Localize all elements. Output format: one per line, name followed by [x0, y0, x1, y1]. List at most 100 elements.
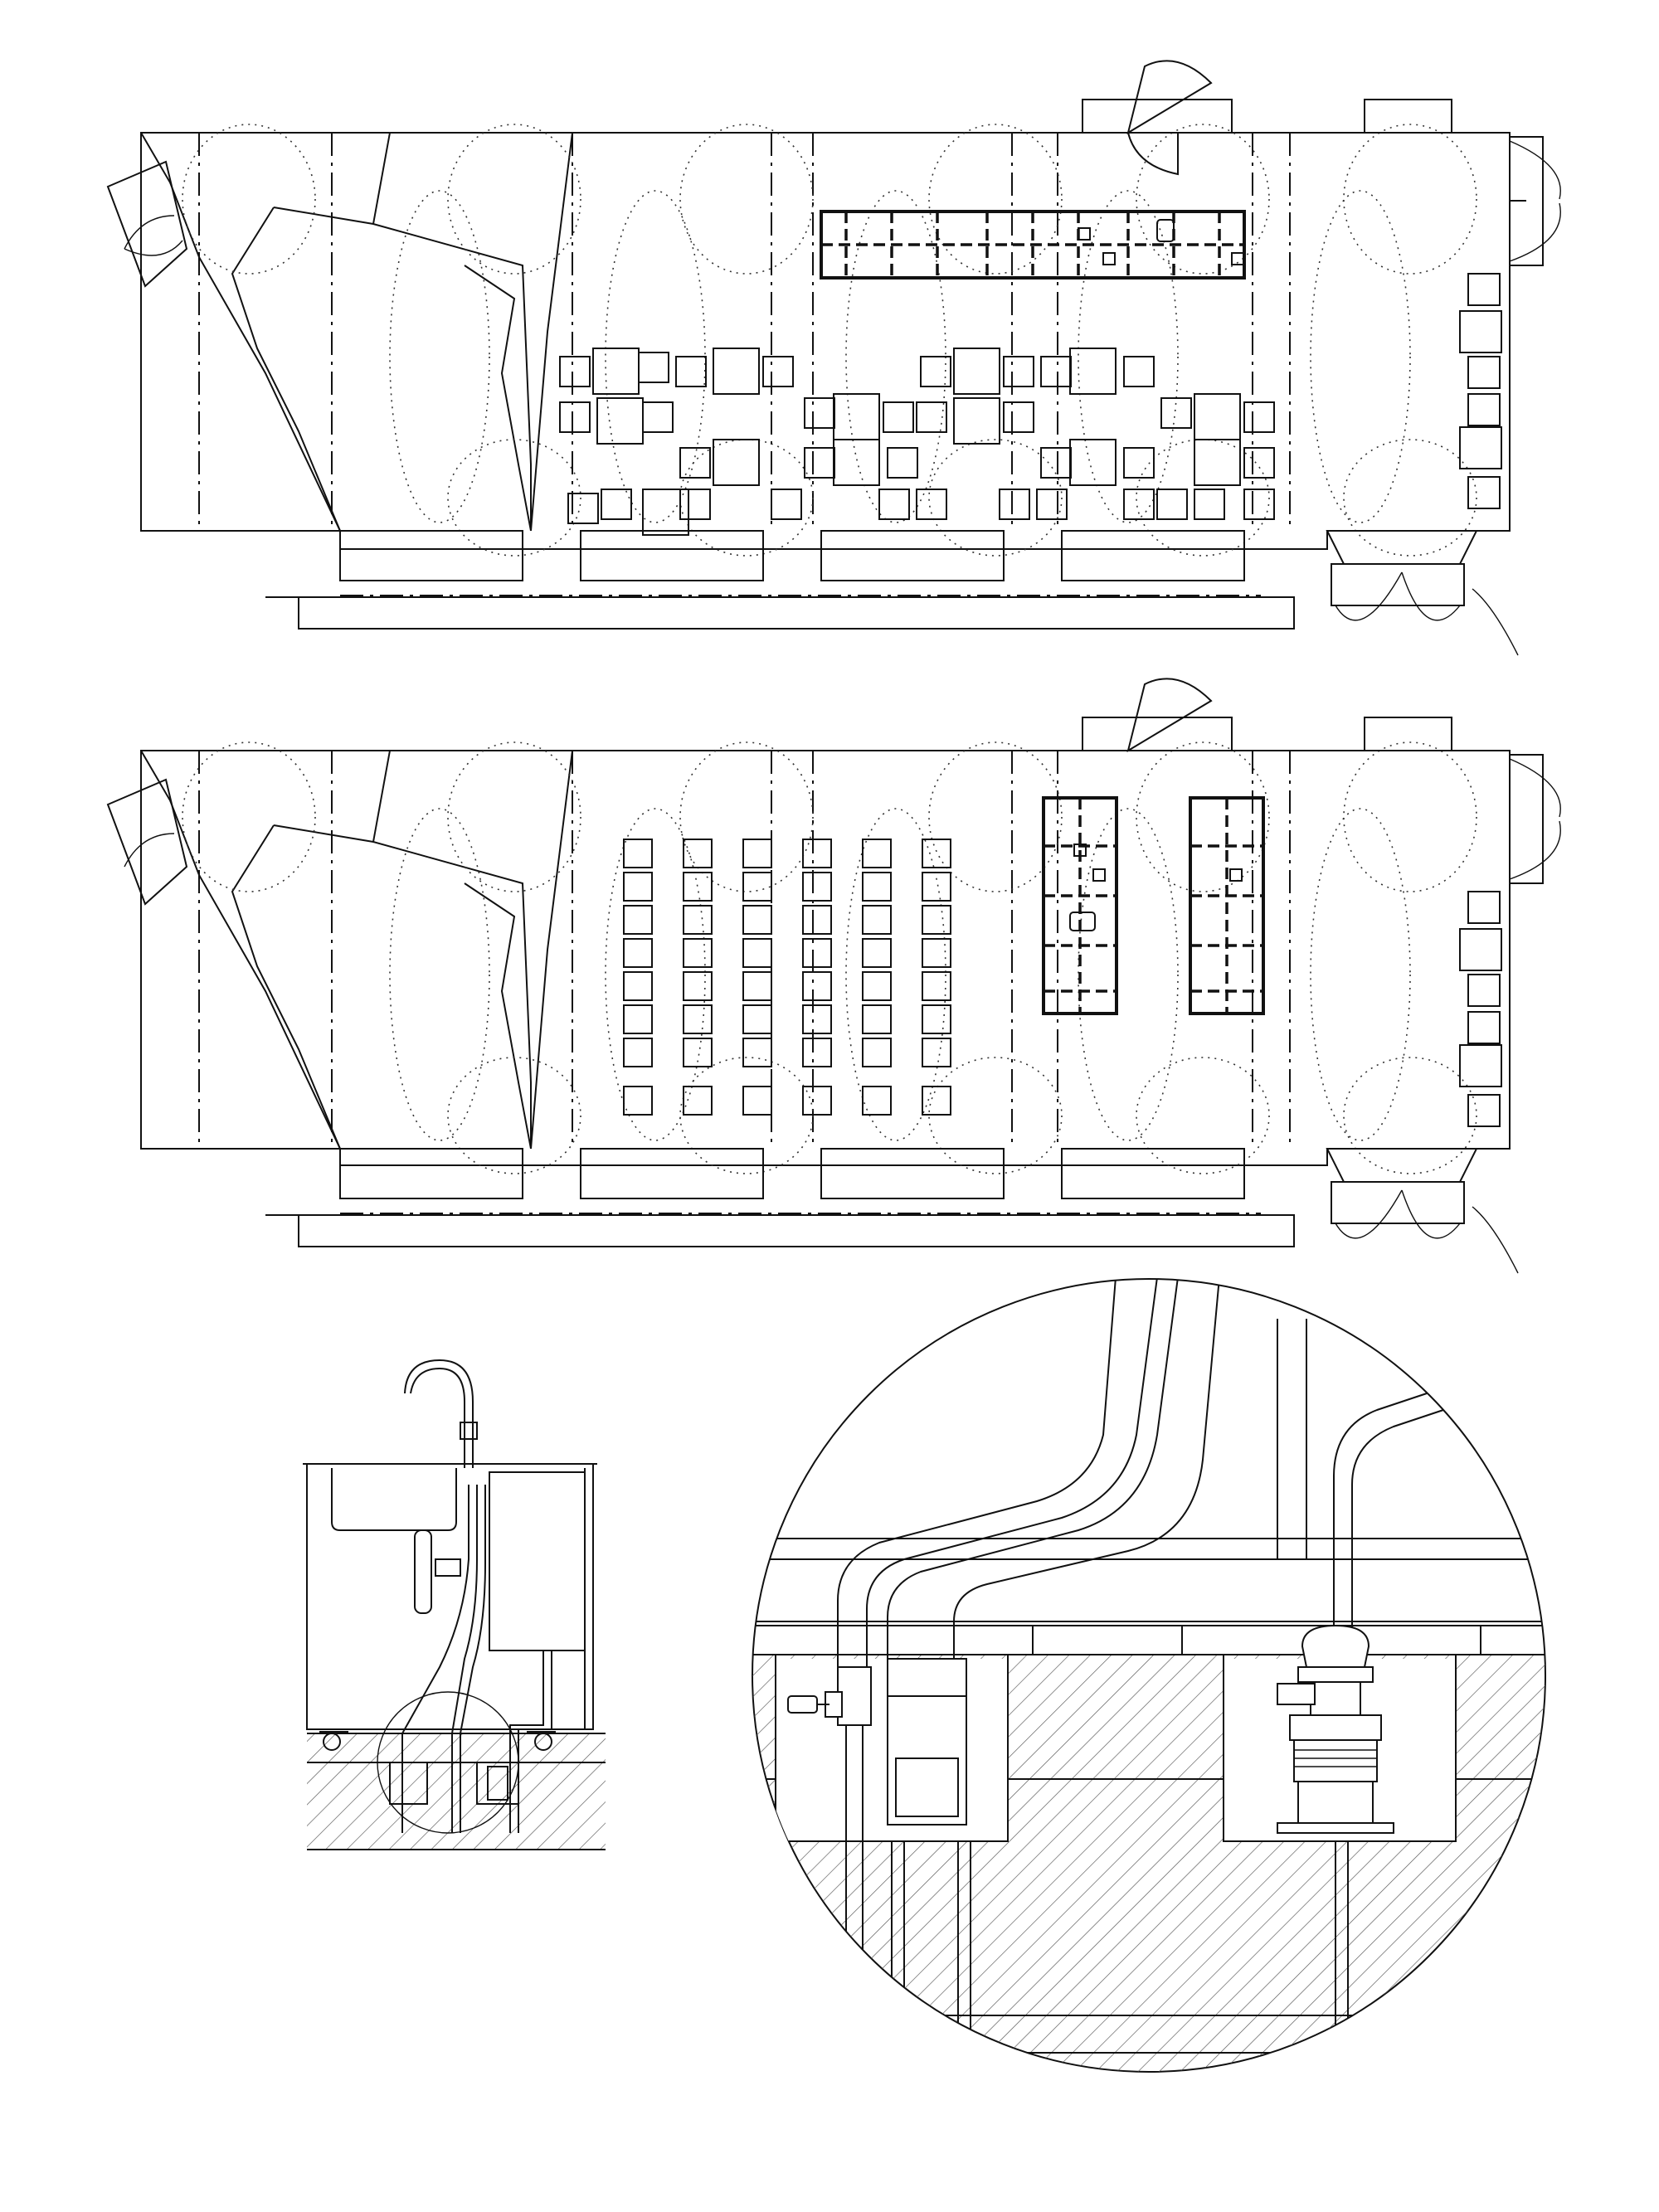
seat — [1123, 356, 1155, 387]
seat — [623, 872, 653, 902]
seat — [642, 401, 674, 433]
seat — [1036, 489, 1068, 520]
sink-trap — [414, 1529, 432, 1614]
detail-floor-connections — [752, 1278, 1546, 2073]
seat — [623, 1004, 653, 1034]
seat — [559, 356, 591, 387]
seat — [623, 1038, 653, 1067]
seat — [953, 397, 1000, 445]
seat — [922, 839, 951, 868]
structural-grid-b — [198, 751, 1291, 1149]
sump-pump — [1277, 1624, 1394, 1834]
table-groups-a — [559, 348, 1275, 536]
seat — [679, 447, 711, 479]
facade-fold-4 — [372, 132, 391, 225]
seat — [1194, 393, 1241, 440]
seat — [916, 401, 947, 433]
seat — [862, 1086, 892, 1116]
seat — [742, 872, 772, 902]
sink-cabinet — [306, 1463, 594, 1730]
seat — [802, 1038, 832, 1067]
seat — [953, 348, 1000, 395]
seat — [1160, 397, 1192, 429]
seat — [922, 938, 951, 968]
seat — [802, 839, 832, 868]
seat — [862, 971, 892, 1001]
seat — [713, 439, 760, 486]
drain-pipe — [1333, 1393, 1428, 1642]
valve — [837, 1666, 872, 1726]
roof-unit — [1082, 99, 1233, 134]
seat — [713, 348, 760, 395]
facade-fold — [140, 132, 341, 532]
seat — [601, 489, 632, 520]
seat — [596, 397, 644, 445]
seat — [862, 1004, 892, 1034]
wall-seats-a — [1459, 273, 1502, 509]
seat — [802, 1086, 832, 1116]
seat — [804, 447, 835, 479]
seat — [862, 1038, 892, 1067]
seat — [742, 839, 772, 868]
tap — [410, 1367, 465, 1468]
plinth-a — [298, 596, 1295, 630]
seat — [878, 489, 910, 520]
seat — [592, 348, 640, 395]
seat-columns-b — [623, 839, 951, 1116]
seat — [683, 1038, 713, 1067]
seat — [683, 905, 713, 935]
facade-fold-3 — [273, 207, 532, 531]
seat — [683, 971, 713, 1001]
seat — [567, 493, 599, 524]
seat — [862, 839, 892, 868]
seat — [1123, 447, 1155, 479]
caster-left — [323, 1733, 341, 1751]
seat — [999, 489, 1030, 520]
seat — [683, 1086, 713, 1116]
sink-basin — [331, 1468, 457, 1531]
seat — [1003, 401, 1034, 433]
light-pattern-a — [182, 124, 1477, 557]
section-sink-unit — [303, 1359, 606, 1850]
seat — [802, 938, 832, 968]
seat — [742, 1004, 772, 1034]
left-entry-door — [106, 160, 188, 288]
seat — [1069, 348, 1117, 395]
seat — [802, 872, 832, 902]
seat — [862, 872, 892, 902]
seat — [804, 397, 835, 429]
seat — [1194, 439, 1241, 486]
pipe-2 — [866, 1279, 1158, 1675]
seat — [683, 1004, 713, 1034]
seat — [922, 1004, 951, 1034]
facade-fold-5 — [464, 265, 532, 532]
wall-seats-b — [1459, 891, 1502, 1127]
plan-layout-b — [106, 678, 1561, 1274]
seat — [623, 839, 653, 868]
seat — [833, 439, 880, 486]
seat — [1003, 356, 1034, 387]
seat — [623, 905, 653, 935]
seat — [802, 971, 832, 1001]
seat — [638, 352, 669, 383]
seat — [802, 1004, 832, 1034]
seat — [862, 905, 892, 935]
facade-fold-2 — [231, 207, 341, 532]
seat — [1069, 439, 1117, 486]
facade-fold-6 — [530, 132, 573, 532]
seat — [1243, 401, 1275, 433]
seat — [623, 1086, 653, 1116]
meter-box — [887, 1658, 967, 1826]
seat — [802, 905, 832, 935]
seat — [742, 1086, 772, 1116]
seat — [1156, 489, 1188, 520]
seat — [1123, 489, 1155, 520]
seat — [1243, 489, 1275, 520]
seat — [742, 971, 772, 1001]
seat — [922, 1038, 951, 1067]
plan-layout-a — [106, 60, 1561, 656]
roof-hatch — [1126, 60, 1213, 135]
seat — [683, 938, 713, 968]
structural-grid-a — [198, 133, 1291, 531]
